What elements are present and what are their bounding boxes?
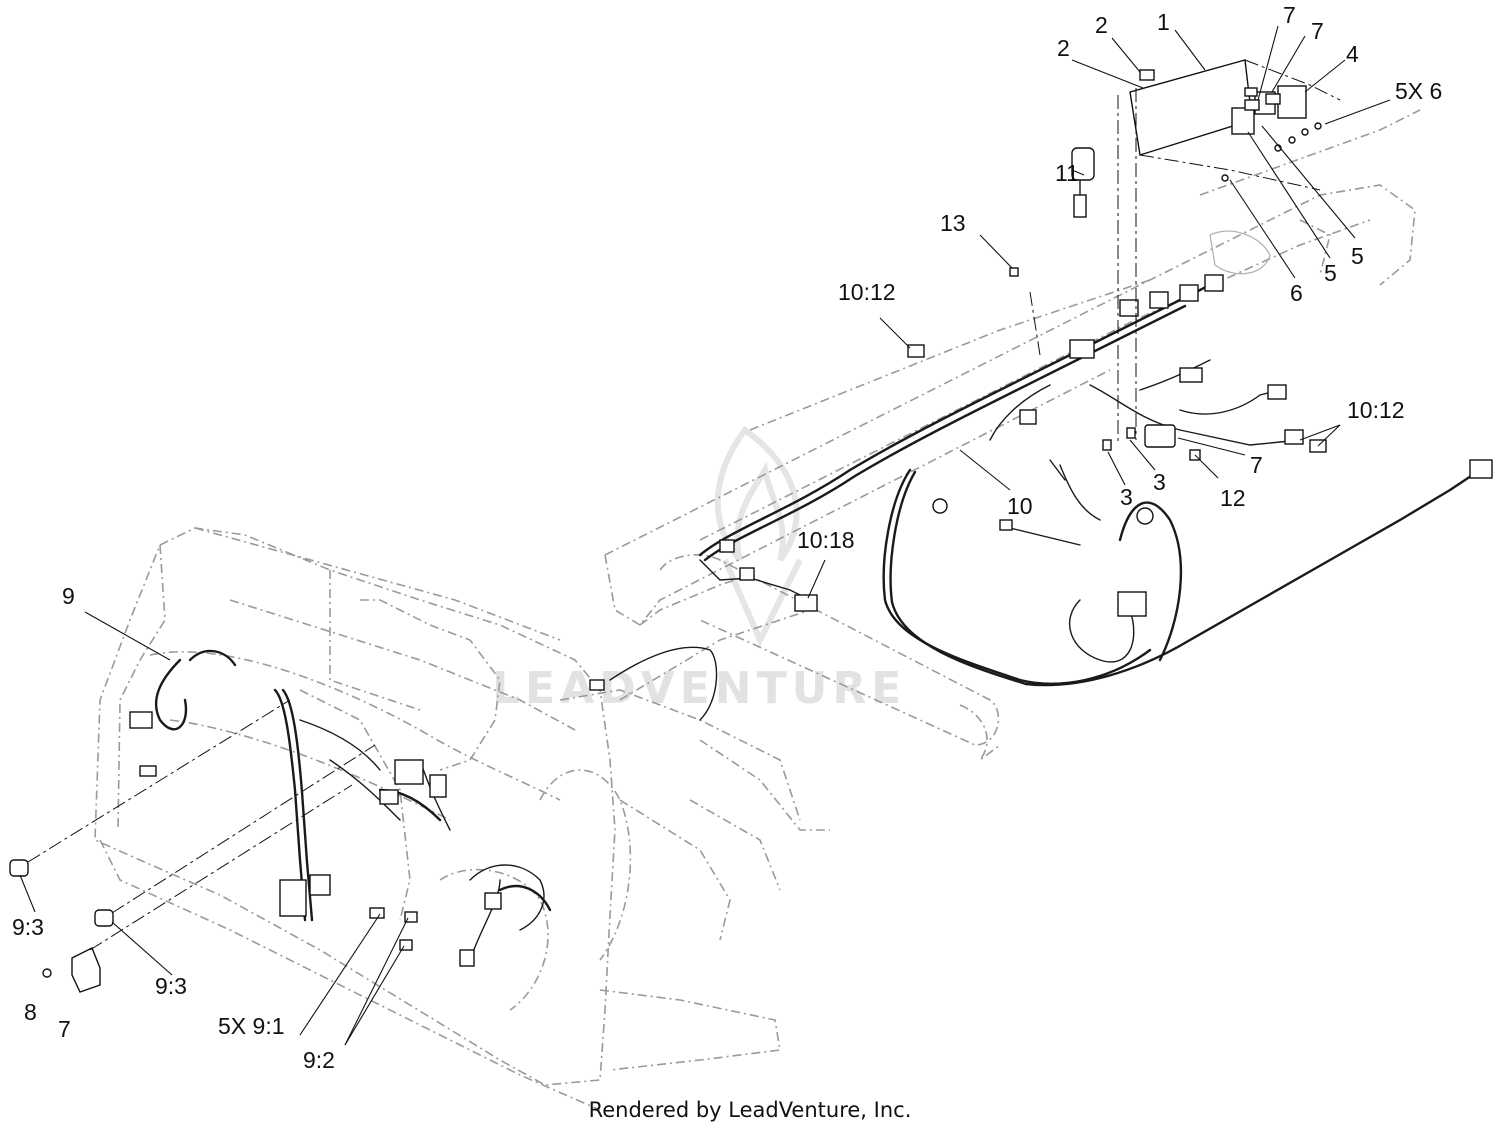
callout-10-12-a: 10:12 <box>838 279 896 305</box>
clip-2-a <box>1139 69 1155 81</box>
connector-a <box>1069 339 1095 359</box>
connector-10-12-c <box>907 344 925 358</box>
callout-9-3-b: 9:3 <box>155 973 187 999</box>
relay-7 <box>1144 424 1176 448</box>
hour-meter-connector <box>1073 194 1087 218</box>
connector-9-3-b <box>94 909 114 927</box>
loose-parts <box>9 699 376 993</box>
screw-6 <box>1221 174 1229 182</box>
callout-5x-6: 5X 6 <box>1395 78 1442 104</box>
callout-7-c: 7 <box>1250 452 1263 478</box>
callout-10: 10 <box>1007 493 1033 519</box>
callout-7-a: 7 <box>1283 2 1296 28</box>
callout-11: 11 <box>1055 160 1079 186</box>
bolt-3-a <box>1102 439 1112 451</box>
front-harness <box>129 649 552 967</box>
callout-3-b: 3 <box>1153 469 1166 495</box>
main-harness <box>589 267 1493 721</box>
clip-7-b <box>1265 93 1281 105</box>
watermark-text: LEADVENTURE <box>492 663 906 714</box>
fastener-13 <box>1009 267 1019 277</box>
callout-1: 1 <box>1157 9 1170 35</box>
connector-c <box>1019 409 1037 425</box>
screw-8 <box>42 968 52 978</box>
callout-7-d: 7 <box>58 1016 71 1042</box>
callout-2-b: 2 <box>1057 35 1070 61</box>
callouts: 1 2 2 3 3 4 5 5 5X 6 6 7 7 7 7 8 9 9:3 9… <box>12 2 1442 1073</box>
connector-9-c <box>279 879 307 917</box>
callout-9-3-a: 9:3 <box>12 914 44 940</box>
clip-7-a <box>1244 99 1260 111</box>
callout-8: 8 <box>24 999 37 1025</box>
clip-2-b <box>1244 87 1258 97</box>
connector-10-12-a <box>1284 429 1304 445</box>
callout-2-a: 2 <box>1095 12 1108 38</box>
callout-9: 9 <box>62 583 75 609</box>
assembly-lines <box>1029 88 1137 445</box>
relay-7-front <box>71 947 101 993</box>
connector-e <box>1117 591 1147 617</box>
connector-d <box>1179 367 1203 383</box>
watermark-logo-icon <box>714 425 803 648</box>
front-frame <box>94 527 781 1111</box>
footer-credit: Rendered by LeadVenture, Inc. <box>588 1098 912 1122</box>
switch-5-a <box>1231 107 1255 135</box>
callout-12: 12 <box>1220 485 1246 511</box>
callout-5-a: 5 <box>1324 260 1337 286</box>
connector-9-2-b <box>399 939 413 951</box>
connector-9-2-a <box>404 911 418 923</box>
callout-3-a: 3 <box>1120 484 1133 510</box>
connector-9-1 <box>369 907 385 919</box>
connector-b <box>1119 299 1139 317</box>
callout-6: 6 <box>1290 280 1303 306</box>
connector-10-18 <box>794 594 818 612</box>
bolt-3-b <box>1126 427 1136 439</box>
callout-5x-9-1: 5X 9:1 <box>218 1013 285 1039</box>
harness-end-connector <box>1469 459 1493 479</box>
callout-9-2: 9:2 <box>303 1047 335 1073</box>
main-frame <box>559 109 1421 941</box>
callout-13: 13 <box>940 210 966 236</box>
connector-9-b <box>394 759 424 785</box>
callout-7-b: 7 <box>1311 18 1324 44</box>
leader-lines <box>19 25 1391 1046</box>
callout-5-b: 5 <box>1351 243 1364 269</box>
connector-9-3-a <box>9 859 29 877</box>
callout-10-12-b: 10:12 <box>1347 397 1405 423</box>
connector-9-a <box>129 711 153 729</box>
callout-4: 4 <box>1346 41 1359 67</box>
callout-10-18: 10:18 <box>797 527 855 553</box>
relay-4 <box>1277 85 1307 119</box>
